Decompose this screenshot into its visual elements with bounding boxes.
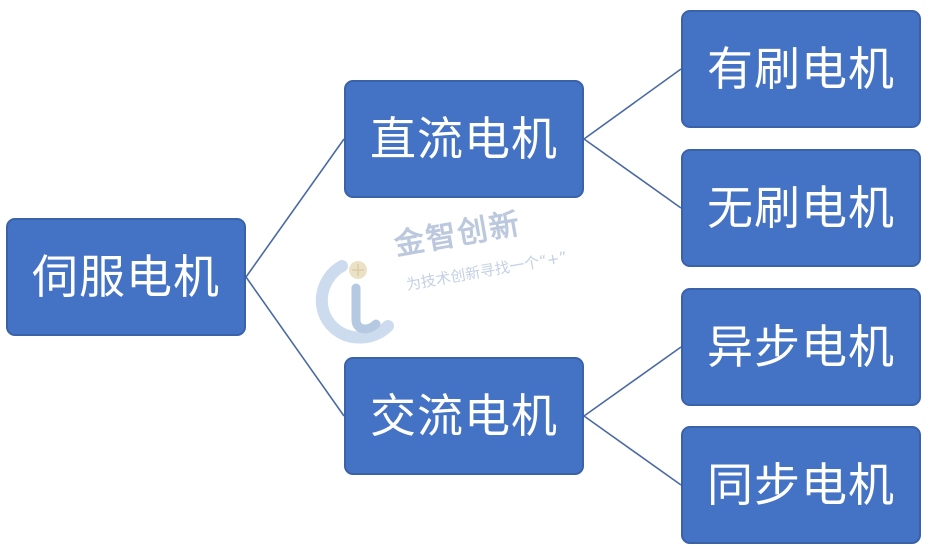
connector-dc-brushless bbox=[583, 138, 682, 209]
connector-ac-async bbox=[583, 346, 682, 417]
node-asynchronous-motor: 异步电机 bbox=[681, 288, 921, 406]
node-brushed-motor: 有刷电机 bbox=[681, 10, 921, 128]
connector-root-dc bbox=[245, 138, 345, 278]
node-label: 同步电机 bbox=[707, 458, 895, 512]
watermark-logo-icon bbox=[315, 260, 394, 344]
node-label: 有刷电机 bbox=[707, 42, 895, 96]
node-synchronous-motor: 同步电机 bbox=[681, 426, 921, 544]
node-label: 无刷电机 bbox=[707, 181, 895, 235]
node-ac-motor: 交流电机 bbox=[344, 357, 584, 475]
node-servo-motor: 伺服电机 bbox=[6, 218, 246, 336]
node-label: 交流电机 bbox=[370, 389, 558, 443]
connector-ac-sync bbox=[583, 415, 682, 486]
node-label: 伺服电机 bbox=[32, 250, 220, 304]
node-dc-motor: 直流电机 bbox=[344, 80, 584, 198]
node-label: 异步电机 bbox=[707, 320, 895, 374]
node-brushless-motor: 无刷电机 bbox=[681, 149, 921, 267]
connector-dc-brush bbox=[583, 68, 682, 140]
connector-root-ac bbox=[245, 276, 345, 417]
watermark: 金智创新 为技术创新寻找一个“+” bbox=[312, 206, 612, 344]
node-label: 直流电机 bbox=[370, 112, 558, 166]
